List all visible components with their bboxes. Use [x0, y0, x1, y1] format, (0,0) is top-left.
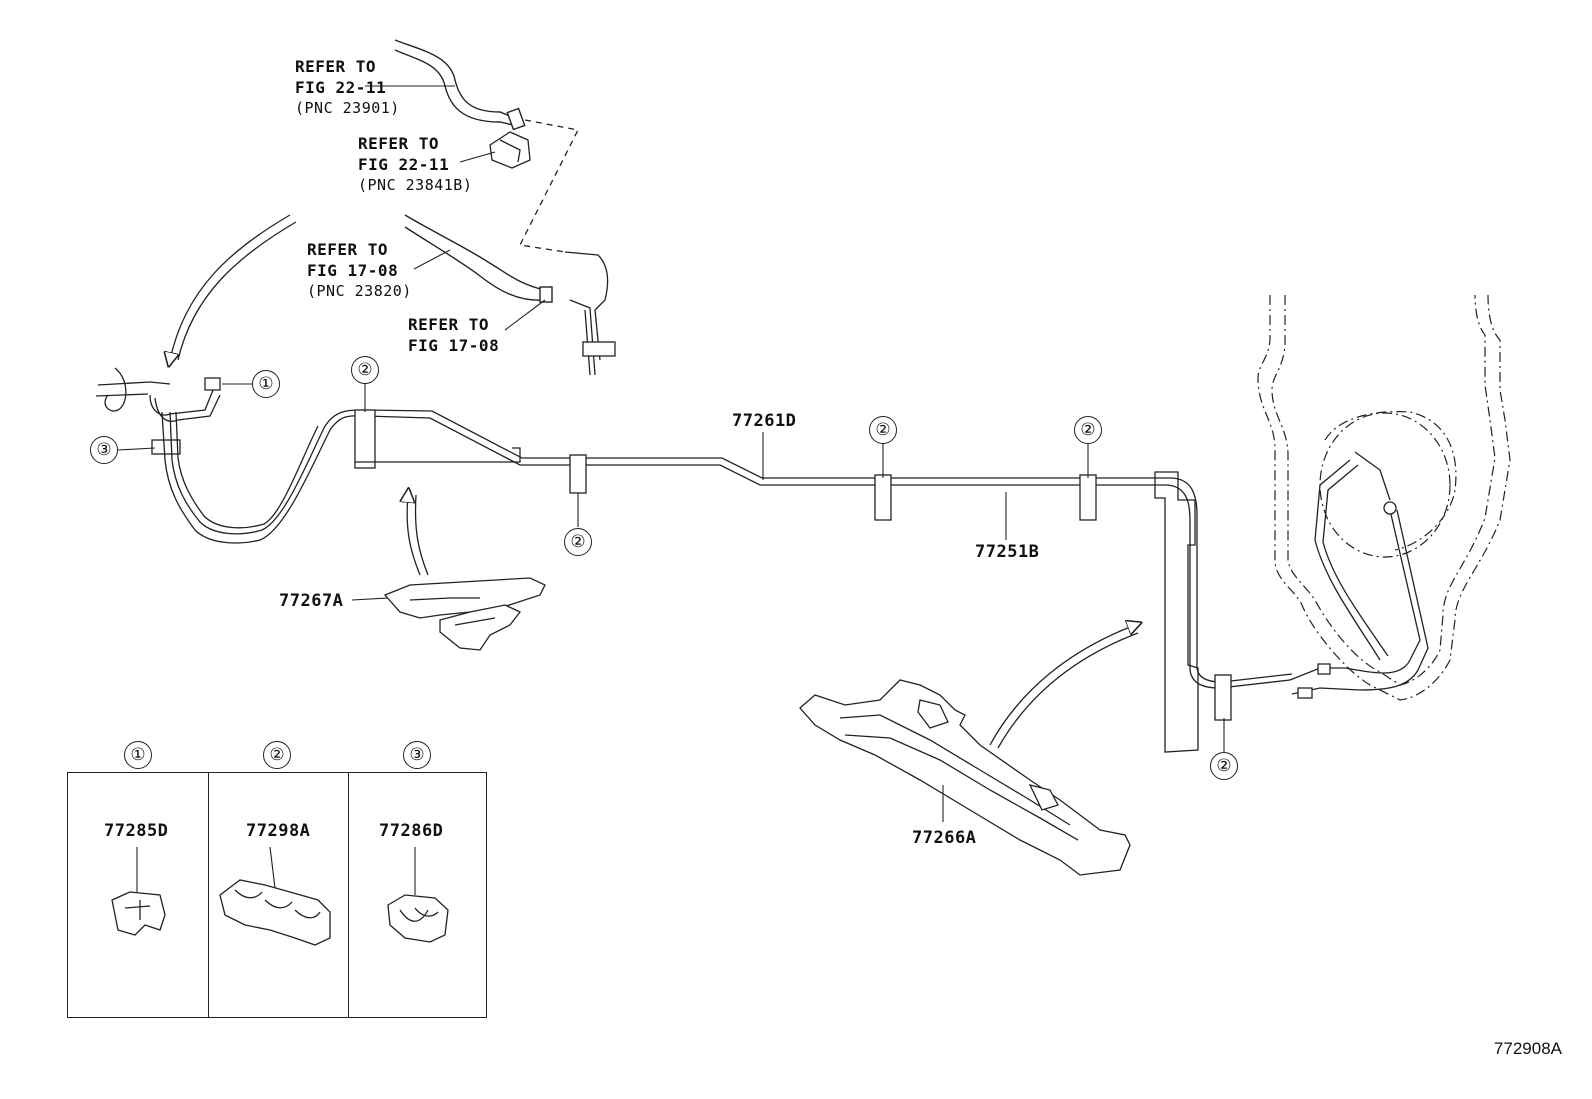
legend-cell-3: [348, 773, 488, 1017]
legend-marker-3: ③: [403, 741, 431, 769]
reference-pnc: (PNC 23901): [295, 99, 400, 117]
reference-label-17-08: REFER TO FIG 17-08: [408, 314, 499, 356]
hose-23820: [404, 214, 553, 303]
fuel-pipe-bundle-top: [564, 251, 616, 376]
legend-cell-2: [208, 773, 348, 1017]
part-label-77261d: 77261D: [732, 411, 797, 431]
reference-fig: FIG 17-08: [307, 261, 399, 280]
legend-cell-1: [68, 773, 208, 1017]
legend-part-77286d: 77286D: [379, 821, 444, 841]
protector-77266a-shape: [799, 679, 1131, 876]
reference-pnc: (PNC 23841B): [358, 176, 473, 194]
left-pipe-assembly: [95, 367, 1293, 689]
legend-part-77298a: 77298A: [246, 821, 311, 841]
legend-part-77286d-shape: [387, 894, 449, 943]
callout-2-c: ②: [869, 416, 897, 444]
part-label-77267a: 77267A: [279, 591, 344, 611]
reference-refer-to: REFER TO: [295, 57, 377, 76]
dashed-connection: [519, 119, 579, 253]
reference-refer-to: REFER TO: [408, 315, 490, 334]
reference-refer-to: REFER TO: [307, 240, 389, 259]
reference-refer-to: REFER TO: [358, 134, 440, 153]
part-label-77266a: 77266A: [912, 828, 977, 848]
callout-2-b: ②: [564, 528, 592, 556]
legend-part-77285d-shape: [111, 891, 166, 936]
legend-marker-1: ①: [124, 741, 152, 769]
arrow-to-protector-b: [989, 625, 1138, 749]
callout-2-d: ②: [1074, 416, 1102, 444]
arrow-to-protector-a: [407, 495, 429, 576]
protector-77267a-shape: [383, 577, 546, 651]
legend-part-77298a-shape: [219, 879, 331, 946]
upper-hose-23901: [394, 39, 526, 131]
tank-pump-lines: [1289, 451, 1429, 699]
reference-pnc: (PNC 23820): [307, 282, 412, 300]
legend-table: [67, 772, 487, 1018]
reference-label-23820: REFER TO FIG 17-08 (PNC 23820): [307, 239, 412, 302]
reference-label-23901: REFER TO FIG 22-11 (PNC 23901): [295, 56, 400, 119]
fuel-connector-23841b: [489, 131, 531, 169]
legend-part-77285d: 77285D: [104, 821, 169, 841]
reference-label-23841b: REFER TO FIG 22-11 (PNC 23841B): [358, 133, 472, 196]
right-vertical-bracket: [1154, 471, 1199, 753]
callout-2-a: ②: [351, 356, 379, 384]
reference-fig: FIG 22-11: [295, 78, 387, 97]
callout-1: ①: [252, 370, 280, 398]
figure-code: 772908A: [1493, 1039, 1562, 1058]
callout-2-e: ②: [1210, 752, 1238, 780]
legend-marker-2: ②: [263, 741, 291, 769]
reference-fig: FIG 17-08: [408, 336, 500, 355]
part-label-77251b: 77251B: [975, 542, 1040, 562]
leader-lines: [117, 85, 1225, 895]
callout-3: ③: [90, 436, 118, 464]
reference-fig: FIG 22-11: [358, 155, 450, 174]
fuel-tank-outline: [1257, 294, 1511, 701]
arrow-to-left-assembly: [170, 214, 297, 360]
